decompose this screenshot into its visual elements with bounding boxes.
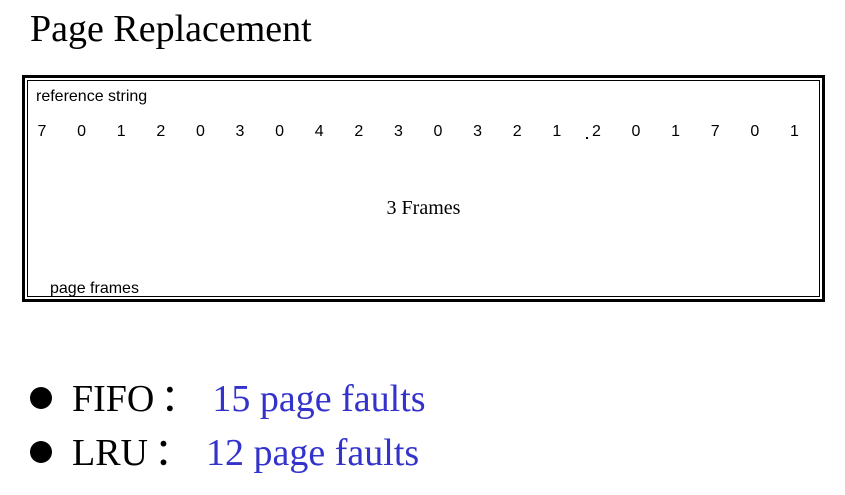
bullet-icon [30,441,52,464]
page-fault-count: 12 page faults [206,432,420,474]
result-lru: LRU： 12 page faults [30,426,810,480]
reference-value: 3 [473,123,483,140]
reference-value: 1 [552,123,562,140]
reference-value: 2 [156,123,166,140]
reference-value: 0 [275,123,285,140]
algorithm-name: LRU [72,432,148,474]
page-frames-label: page frames [50,280,139,297]
reference-value: 0 [195,123,205,140]
reference-string: 7 0 1 2 0 3 0 4 2 3 0 3 2 1 2 0 1 7 0 1 [28,121,819,143]
bullet-icon [30,387,52,410]
reference-value: 2 [591,123,601,140]
separator-colon: ： [160,378,199,420]
page-title: Page Replacement [30,8,312,50]
separator-colon: ： [154,432,193,474]
reference-string-label: reference string [36,88,148,105]
reference-value: 7 [37,123,47,140]
reference-value: 0 [750,123,760,140]
reference-value: 7 [710,123,720,140]
reference-value: 1 [116,123,126,140]
reference-value: 3 [235,123,245,140]
reference-value: 0 [77,123,87,140]
reference-value: 1 [671,123,681,140]
page-fault-count: 15 page faults [212,378,426,420]
stray-dot-mark [586,137,588,139]
results-list: FIFO：15 page faults LRU：12 page faults [30,372,810,480]
reference-value: 2 [512,123,522,140]
reference-diagram-inner-border: reference string 7 0 1 2 0 3 0 4 2 3 0 3 2 1 2 0 1 7 0 1 3 … [27,80,820,297]
reference-diagram: reference string 7 0 1 2 0 3 0 4 2 3 0 3 2 1 2 0 1 7 0 1 3 … [22,75,825,302]
algorithm-name: FIFO [72,378,155,420]
reference-value: 0 [433,123,443,140]
result-fifo: FIFO： 15 page faults [30,372,810,426]
reference-value: 2 [354,123,364,140]
reference-value: 3 [393,123,403,140]
reference-value: 0 [631,123,641,140]
frames-count-label: 3 Frames [386,197,461,219]
reference-value: 1 [789,123,799,140]
reference-value: 4 [314,123,324,140]
